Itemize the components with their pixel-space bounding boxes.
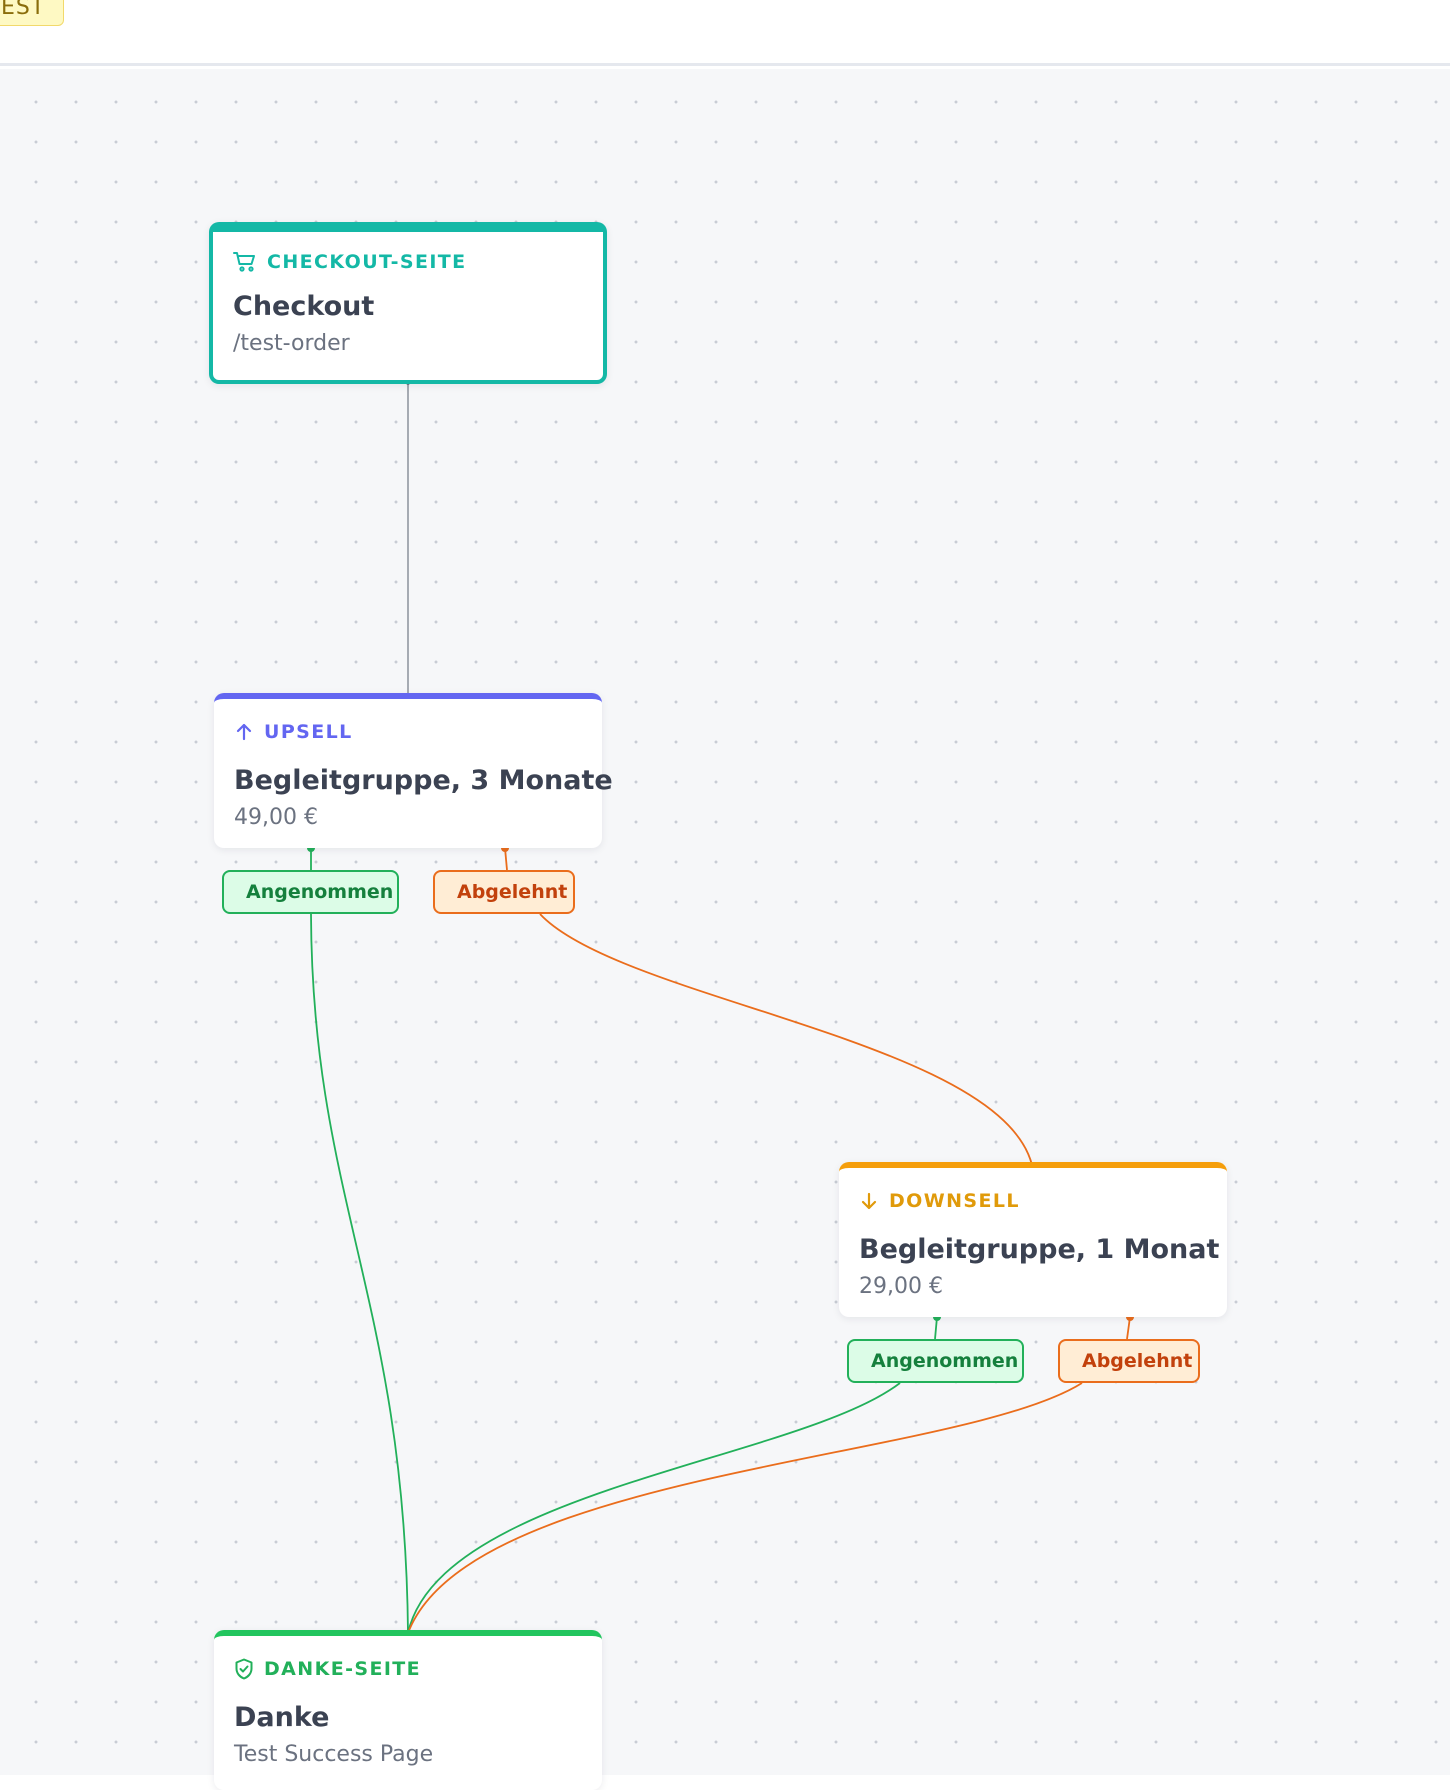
node-type-label: DANKE-SEITE xyxy=(264,1658,422,1680)
edge-label-text: Abgelehnt xyxy=(457,881,568,903)
arrow-up-icon xyxy=(236,723,252,741)
node-title: Begleitgruppe, 1 Monat xyxy=(859,1234,1220,1265)
node-checkout-type: CHECKOUT-SEITE xyxy=(233,251,467,273)
node-checkout[interactable]: CHECKOUT-SEITE Checkout /test-order xyxy=(209,222,607,384)
node-upsell-type: UPSELL xyxy=(234,721,353,743)
node-title: Checkout xyxy=(233,291,375,322)
node-price: 29,00 € xyxy=(859,1274,943,1299)
node-downsell-type: DOWNSELL xyxy=(859,1190,1020,1212)
node-type-label: UPSELL xyxy=(264,721,353,743)
node-upsell[interactable]: UPSELL Begleitgruppe, 3 Monate 49,00 € xyxy=(214,693,613,848)
edge-label-upsell-accepted[interactable]: Angenommen xyxy=(222,870,399,914)
edge-label-text: Angenommen xyxy=(246,881,394,903)
node-type-label: CHECKOUT-SEITE xyxy=(267,251,467,273)
node-thanks-type: DANKE-SEITE xyxy=(234,1658,421,1680)
node-type-label: DOWNSELL xyxy=(889,1190,1020,1212)
test-mode-badge: EST xyxy=(0,0,65,26)
node-thanks[interactable]: DANKE-SEITE Danke Test Success Page xyxy=(214,1630,602,1790)
edge-label-text: Abgelehnt xyxy=(1082,1350,1193,1372)
edge-label-downsell-rejected[interactable]: Abgelehnt xyxy=(1058,1339,1200,1383)
node-title: Begleitgruppe, 3 Monate xyxy=(234,765,613,796)
edge-label-text: Angenommen xyxy=(871,1350,1019,1372)
edge-label-upsell-rejected[interactable]: Abgelehnt xyxy=(433,870,575,914)
node-path: /test-order xyxy=(233,331,350,356)
node-title: Danke xyxy=(234,1702,330,1733)
cart-icon xyxy=(233,252,255,272)
node-price: 49,00 € xyxy=(234,805,318,830)
arrow-down-icon xyxy=(861,1192,877,1210)
top-bar: EST xyxy=(0,0,1450,66)
node-subtitle: Test Success Page xyxy=(234,1742,434,1767)
shield-check-icon xyxy=(235,1658,253,1680)
edge-label-downsell-accepted[interactable]: Angenommen xyxy=(847,1339,1024,1383)
node-downsell[interactable]: DOWNSELL Begleitgruppe, 1 Monat 29,00 € xyxy=(839,1162,1227,1317)
